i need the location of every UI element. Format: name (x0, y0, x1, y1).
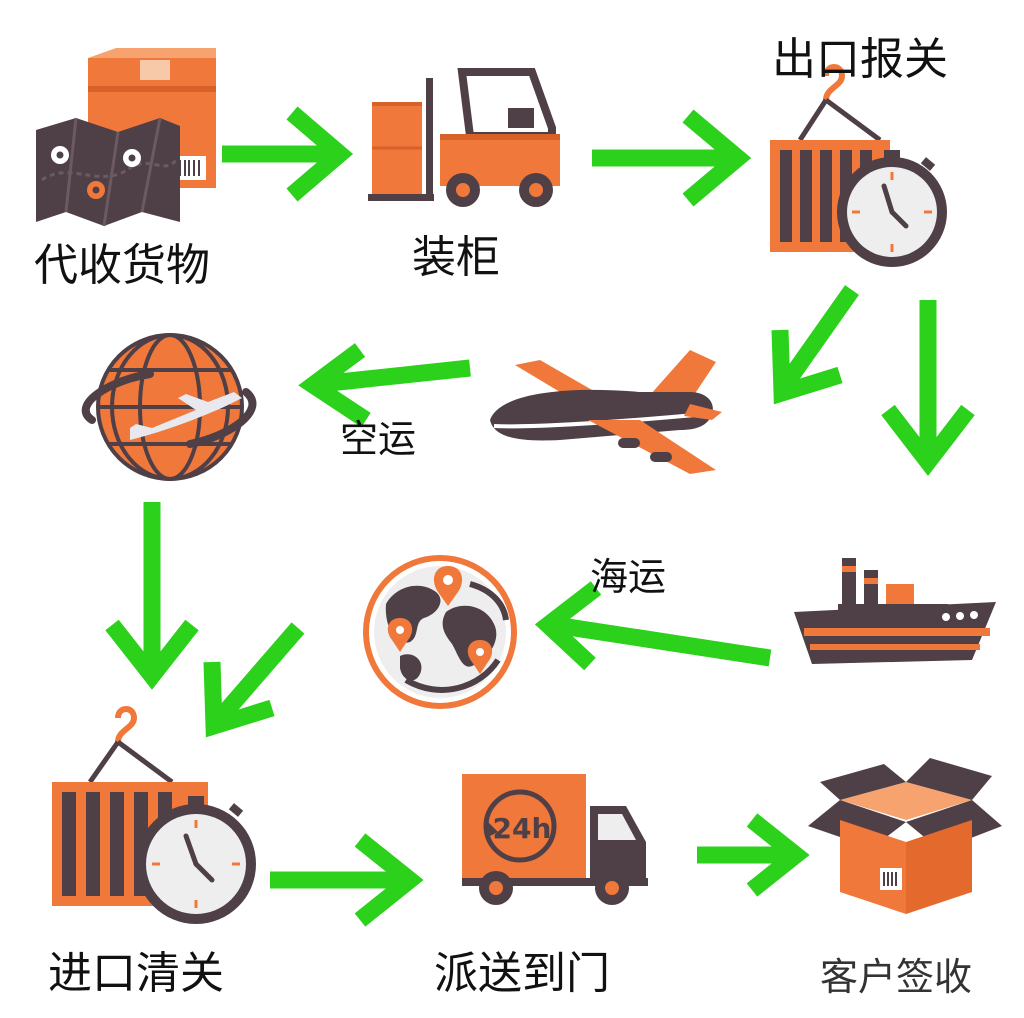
step-label-sea-freight: 海运 (590, 555, 667, 599)
flow-arrows (105, 106, 975, 927)
arrow-collect-to-load (222, 106, 354, 202)
arrow-sea-to-world (534, 581, 772, 671)
step-label-sign-off: 客户签收 (820, 955, 973, 999)
map-pin-icon (387, 566, 493, 674)
step-label-collect: 代收货物 (34, 240, 210, 291)
airplane-icon (490, 350, 722, 474)
cargo-ship-icon (794, 558, 996, 664)
arrow-export-to-sea (881, 300, 975, 476)
arrow-load-to-export (592, 109, 752, 207)
arrow-delivery-to-signoff (697, 813, 810, 897)
arrow-export-to-air (771, 285, 859, 405)
step-label-delivery: 派送到门 (434, 948, 610, 999)
package-map-icon (36, 48, 216, 227)
delivery-truck-icon: 24h (462, 774, 648, 905)
arrow-import-to-delivery (270, 833, 424, 927)
container-stopwatch-icon (770, 64, 947, 267)
arrow-air-to-globe (298, 343, 471, 428)
forklift-icon (368, 68, 560, 207)
map-pin-icon (51, 146, 141, 199)
open-box-icon (808, 758, 1002, 914)
step-label-export-customs: 出口报关 (772, 34, 948, 85)
container-stopwatch-icon (52, 706, 256, 924)
step-label-import-clearance: 进口清关 (48, 948, 224, 999)
arrow-world-to-import (203, 622, 305, 738)
world-pins-icon (363, 555, 517, 709)
step-label-load: 装柜 (412, 232, 500, 283)
globe-plane-icon (81, 333, 257, 481)
truck-badge-text: 24h (493, 812, 552, 845)
arrow-globe-to-import (105, 502, 199, 690)
step-label-air-freight: 空运 (340, 417, 417, 461)
